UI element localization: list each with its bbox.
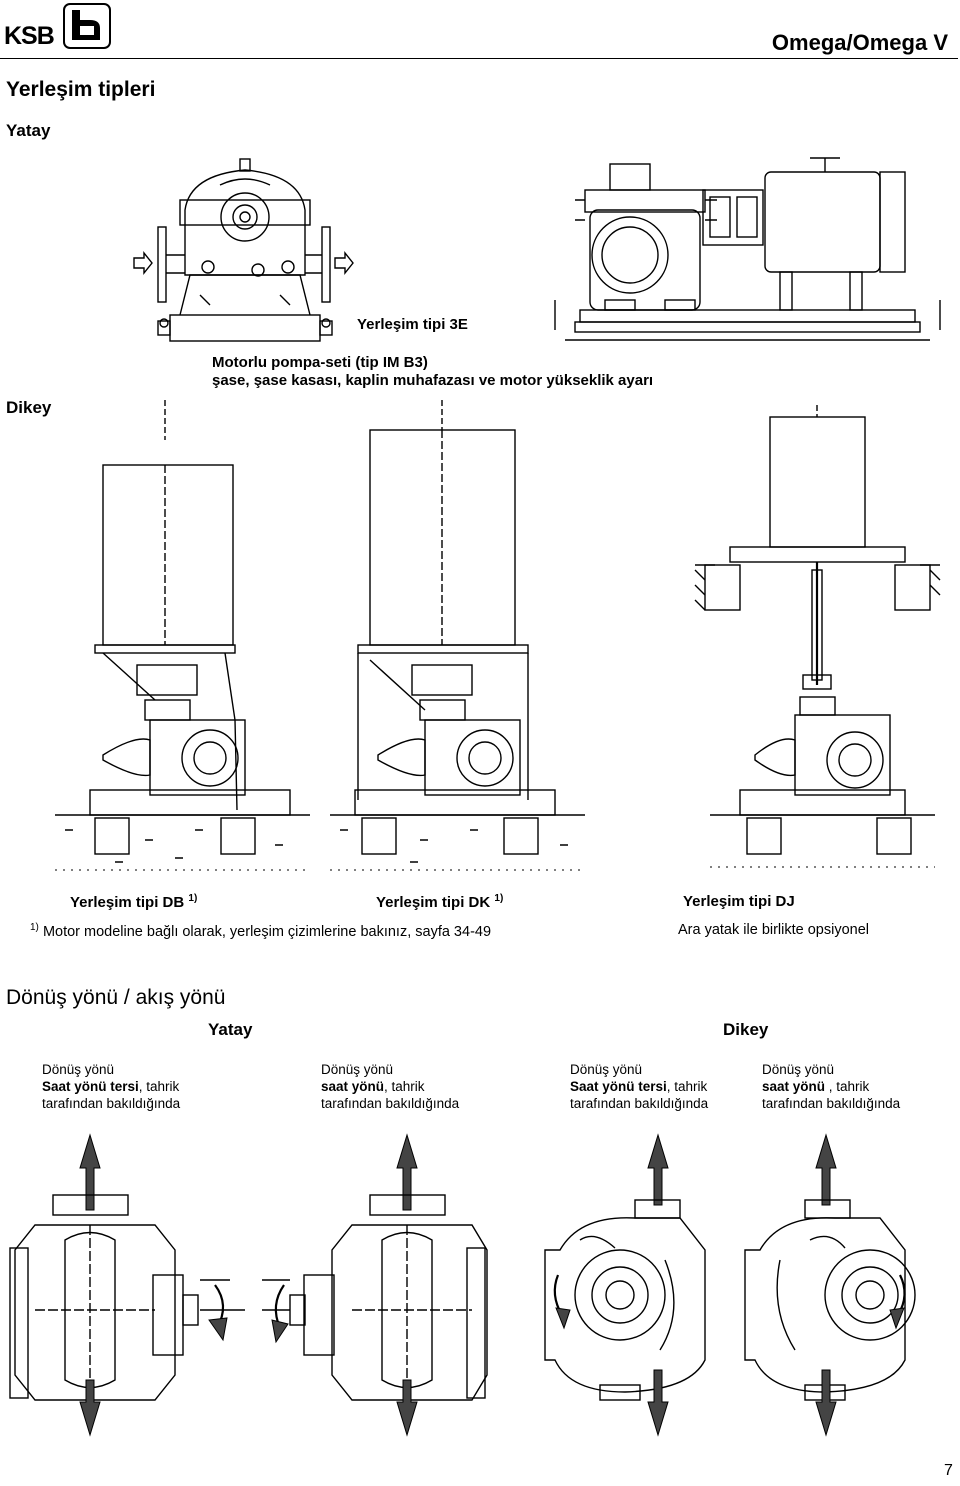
ksb-logo-mark-icon bbox=[63, 3, 111, 49]
rotation-item-2-line1: Dönüş yönü bbox=[321, 1062, 394, 1077]
flow-inlet-arrow-icon bbox=[647, 1369, 669, 1437]
footnote-marker: 1) bbox=[30, 922, 39, 933]
vertical-arrangement-dk-drawing bbox=[330, 400, 585, 871]
document-title: Omega/Omega V bbox=[771, 30, 948, 55]
rotation-item-4: Dönüş yönü saat yönü , tahrik tarafından… bbox=[762, 1061, 900, 1112]
rotation-arrow-icon bbox=[889, 1307, 905, 1330]
rotation-item-3-rest: , tahrik bbox=[666, 1079, 708, 1094]
rotation-item-1: Dönüş yönü Saat yönü tersi, tahrik taraf… bbox=[42, 1061, 180, 1112]
rotation-drawing-horizontal-cw bbox=[262, 1133, 488, 1437]
dj-note: Ara yatak ile birlikte opsiyonel bbox=[678, 922, 870, 938]
flow-up-arrow-icon bbox=[79, 1133, 101, 1211]
caption-db-text: Yerleşim tipi DB bbox=[70, 894, 185, 911]
rotation-item-2-line3: tarafından bakıldığında bbox=[321, 1096, 460, 1111]
footnote-ref-dk: 1) bbox=[494, 893, 504, 904]
section-title-rotation: Dönüş yönü / akış yönü bbox=[6, 986, 226, 1009]
caption-dk-text: Yerleşim tipi DK bbox=[376, 894, 491, 911]
horizontal-label: Yatay bbox=[6, 121, 51, 140]
rotation-item-4-line3: tarafından bakıldığında bbox=[762, 1096, 901, 1111]
rotation-item-1-line3: tarafından bakıldığında bbox=[42, 1096, 181, 1111]
vertical-label: Dikey bbox=[6, 398, 52, 417]
footnote: 1) Motor modeline bağlı olarak, yerleşim… bbox=[30, 922, 491, 940]
flow-up-arrow-icon bbox=[396, 1133, 418, 1211]
horizontal-pump-motor-set-drawing bbox=[554, 157, 941, 341]
motor-set-details: şase, şase kasası, kaplin muhafazası ve … bbox=[212, 372, 654, 389]
rotation-item-1-rest: , tahrik bbox=[138, 1079, 180, 1094]
brand-text: KSB bbox=[4, 22, 55, 50]
rotation-arrow-icon bbox=[271, 1319, 289, 1344]
rotation-drawing-vertical-cw bbox=[744, 1133, 916, 1437]
vertical-arrangement-dj-drawing bbox=[694, 405, 941, 868]
flow-up-arrow-icon bbox=[647, 1133, 669, 1206]
horizontal-pump-front-drawing bbox=[133, 158, 354, 342]
rotation-item-4-direction: saat yönü bbox=[762, 1079, 826, 1094]
flow-inlet-arrow-icon bbox=[396, 1379, 418, 1437]
rotation-horizontal-label: Yatay bbox=[208, 1020, 253, 1039]
footnote-ref-db: 1) bbox=[188, 893, 198, 904]
page-number: 7 bbox=[944, 1462, 953, 1479]
flow-inlet-arrow-icon bbox=[79, 1379, 101, 1437]
rotation-arrow-icon bbox=[208, 1317, 228, 1342]
motor-set-title: Motorlu pompa-seti (tip IM B3) bbox=[212, 354, 428, 371]
header-rule bbox=[0, 58, 958, 59]
caption-type-dj: Yerleşim tipi DJ bbox=[683, 893, 795, 910]
rotation-item-4-rest: , tahrik bbox=[825, 1079, 870, 1094]
rotation-item-3-direction: Saat yönü tersi bbox=[570, 1079, 667, 1094]
section-title-installation: Yerleşim tipleri bbox=[6, 78, 156, 101]
footnote-text: Motor modeline bağlı olarak, yerleşim çi… bbox=[42, 923, 492, 940]
rotation-drawing-horizontal-ccw bbox=[9, 1133, 245, 1437]
rotation-item-3: Dönüş yönü Saat yönü tersi, tahrik taraf… bbox=[570, 1061, 708, 1112]
rotation-item-4-line1: Dönüş yönü bbox=[762, 1062, 835, 1077]
rotation-drawing-vertical-ccw bbox=[544, 1133, 706, 1437]
rotation-vertical-label: Dikey bbox=[723, 1020, 769, 1039]
rotation-item-3-line3: tarafından bakıldığında bbox=[570, 1096, 709, 1111]
caption-type-dk: Yerleşim tipi DK 1) bbox=[376, 893, 503, 911]
flow-up-arrow-icon bbox=[815, 1133, 837, 1206]
rotation-item-2-rest: , tahrik bbox=[384, 1079, 425, 1094]
rotation-item-2-direction: saat yönü bbox=[321, 1079, 385, 1094]
flow-inlet-arrow-icon bbox=[815, 1369, 837, 1437]
vertical-arrangement-db-drawing bbox=[55, 400, 310, 871]
rotation-item-1-line1: Dönüş yönü bbox=[42, 1062, 115, 1077]
caption-type-db: Yerleşim tipi DB 1) bbox=[70, 893, 197, 911]
rotation-item-3-line1: Dönüş yönü bbox=[570, 1062, 643, 1077]
rotation-arrow-icon bbox=[555, 1307, 571, 1330]
ksb-logo: KSB bbox=[4, 22, 55, 51]
caption-type-3e: Yerleşim tipi 3E bbox=[357, 316, 468, 333]
rotation-item-1-direction: Saat yönü tersi bbox=[42, 1079, 139, 1094]
rotation-item-2: Dönüş yönü saat yönü, tahrik tarafından … bbox=[321, 1061, 459, 1112]
